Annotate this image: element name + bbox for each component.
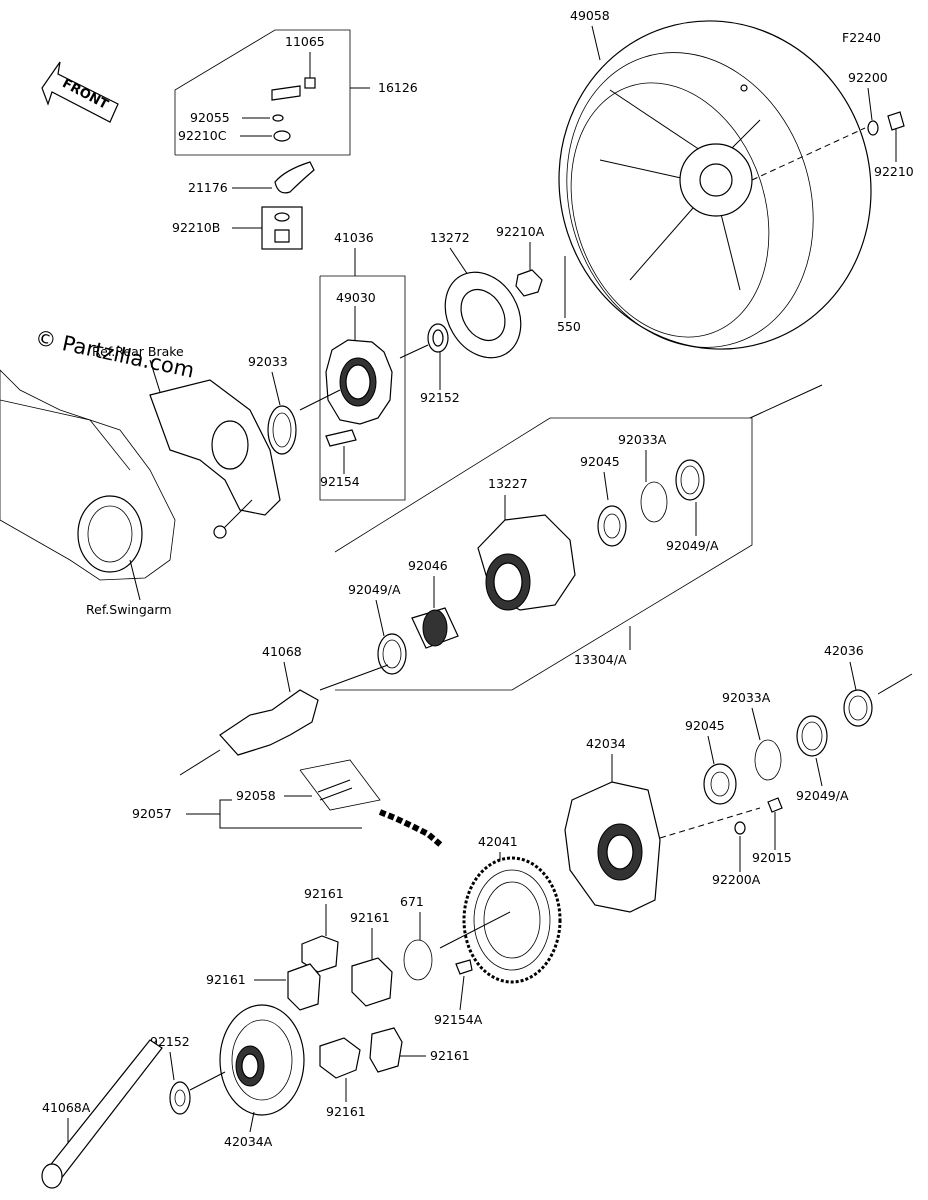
label-92210C[interactable]: 92210C: [178, 128, 227, 143]
label-92200A[interactable]: 92200A: [712, 872, 761, 887]
label-92033[interactable]: 92033: [248, 354, 288, 369]
label-92058[interactable]: 92058: [236, 788, 276, 803]
label-21176[interactable]: 21176: [188, 180, 228, 195]
label-42041[interactable]: 42041: [478, 834, 518, 849]
label-42034A[interactable]: 42034A: [224, 1134, 273, 1149]
label-41036[interactable]: 41036: [334, 230, 374, 245]
label-92210[interactable]: 92210: [874, 164, 914, 179]
valve-cap-icon: [304, 77, 316, 89]
label-42034[interactable]: 42034: [586, 736, 626, 751]
label-92045-bot[interactable]: 92045: [685, 718, 725, 733]
front-arrow-icon: FRONT: [41, 61, 119, 123]
swingarm-reference-group: Ref.Rear Brake Ref.Swingarm © Partzilla.…: [0, 325, 281, 617]
hub-assembly-group: 13304/A 13227 92045 92033A 92049/A 92046…: [334, 384, 823, 691]
label-92033A-top[interactable]: 92033A: [618, 432, 667, 447]
label-92049A-left[interactable]: 92049/A: [348, 582, 401, 597]
label-92015[interactable]: 92015: [752, 850, 792, 865]
drive-coupling-group: 41036 49030 13272 92210A 550 92033 92152…: [248, 224, 581, 501]
label-92045-top[interactable]: 92045: [580, 454, 620, 469]
label-11065[interactable]: 11065: [285, 34, 325, 49]
label-92049A-right[interactable]: 92049/A: [666, 538, 719, 553]
label-41068A[interactable]: 41068A: [42, 1100, 91, 1115]
label-92057[interactable]: 92057: [132, 806, 172, 821]
label-92200[interactable]: 92200: [848, 70, 888, 85]
label-92152-top[interactable]: 92152: [420, 390, 460, 405]
label-92210A[interactable]: 92210A: [496, 224, 545, 239]
label-92161-c[interactable]: 92161: [206, 972, 246, 987]
axle-shaft-icon: [219, 689, 319, 756]
label-92210B[interactable]: 92210B: [172, 220, 220, 235]
sprocket-teeth-icon: [462, 856, 562, 984]
label-92154A[interactable]: 92154A: [434, 1012, 483, 1027]
label-ref-swingarm[interactable]: Ref.Swingarm: [86, 602, 172, 617]
rear-axle-group: 41068A: [41, 1039, 163, 1189]
rear-wheel-group: 49058 92200 92210: [558, 8, 914, 350]
label-92152-bot[interactable]: 92152: [150, 1034, 190, 1049]
watermark: © Partzilla.com: [33, 325, 197, 382]
label-42036[interactable]: 42036: [824, 643, 864, 658]
damper-group: 92161 92161 92161 92161 92161 42034A 921…: [150, 886, 470, 1149]
label-671[interactable]: 671: [400, 894, 424, 909]
chain-group: 92058 92057: [132, 759, 444, 849]
figure-code: F2240: [842, 30, 881, 45]
label-13227[interactable]: 13227: [488, 476, 528, 491]
valve-bracket-icon: [274, 161, 315, 194]
label-92161-a[interactable]: 92161: [304, 886, 344, 901]
drive-chain-icon: [378, 809, 444, 849]
label-92049A-bot[interactable]: 92049/A: [796, 788, 849, 803]
label-13272[interactable]: 13272: [430, 230, 470, 245]
label-16126[interactable]: 16126: [378, 80, 418, 95]
label-41068[interactable]: 41068: [262, 644, 302, 659]
label-92161-e[interactable]: 92161: [430, 1048, 470, 1063]
label-13304A[interactable]: 13304/A: [574, 652, 627, 667]
label-92161-d[interactable]: 92161: [326, 1104, 366, 1119]
label-92055[interactable]: 92055: [190, 110, 230, 125]
label-92046[interactable]: 92046: [408, 558, 448, 573]
label-ref-rear-brake[interactable]: Ref.Rear Brake: [92, 344, 184, 359]
label-92161-b[interactable]: 92161: [350, 910, 390, 925]
valve-stem-icon: [271, 85, 301, 101]
sprocket-side-group: 42036 92033A 92049/A 92045 42034 92015 9…: [564, 643, 913, 913]
label-550[interactable]: 550: [557, 319, 581, 334]
axle-group: 41068: [179, 644, 389, 776]
label-92154[interactable]: 92154: [320, 474, 360, 489]
label-49058[interactable]: 49058: [570, 8, 610, 23]
label-92033A-bot[interactable]: 92033A: [722, 690, 771, 705]
rear-sprocket-group: 42041 92154A 671: [400, 834, 562, 1027]
label-49030[interactable]: 49030: [336, 290, 376, 305]
valve-assembly-group: 16126 11065 92055 92210C 21176 92210B: [172, 29, 418, 250]
